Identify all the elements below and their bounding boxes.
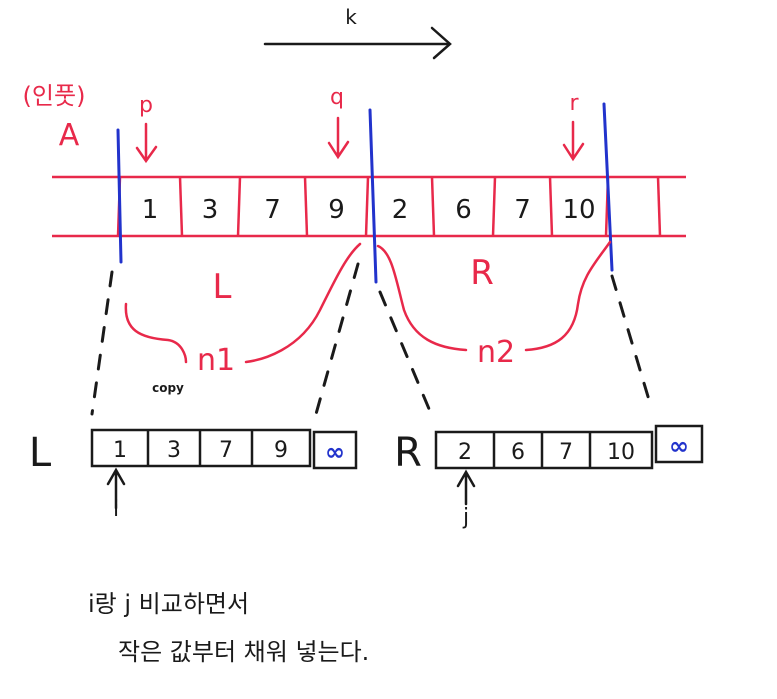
right-array-cell: 10 bbox=[607, 440, 635, 465]
note-line-1: i랑 j 비교하면서 bbox=[88, 590, 249, 618]
left-sentinel: ∞ bbox=[325, 438, 345, 466]
index-i-arrow bbox=[106, 467, 126, 510]
array-a-cell: 6 bbox=[455, 195, 472, 225]
array-a-cell: 7 bbox=[264, 195, 281, 225]
index-j-arrow bbox=[456, 469, 476, 506]
right-sentinel: ∞ bbox=[669, 432, 689, 460]
right-array-box bbox=[434, 430, 654, 470]
pointer-p: p bbox=[135, 93, 158, 164]
index-i-label: i bbox=[113, 497, 119, 522]
split-lines bbox=[116, 102, 614, 284]
projection-line-1 bbox=[90, 270, 114, 416]
array-a-cells: 1 3 7 9 2 6 7 10 bbox=[142, 195, 596, 225]
right-sentinel-box bbox=[654, 424, 704, 464]
n1-label: n1 bbox=[197, 343, 235, 378]
array-a-cell: 7 bbox=[514, 195, 531, 225]
right-array-cell: 7 bbox=[559, 440, 573, 465]
projection-line-3 bbox=[378, 290, 434, 418]
left-brace bbox=[124, 242, 362, 364]
array-a-divider bbox=[491, 176, 497, 237]
pointer-q: q bbox=[327, 85, 350, 160]
left-sentinel-box bbox=[312, 430, 358, 470]
array-a-divider bbox=[656, 176, 662, 237]
split-line-p bbox=[116, 128, 123, 264]
array-a-divider bbox=[364, 176, 370, 237]
right-array-cells: 2 6 7 10 bbox=[458, 432, 635, 468]
left-half-label: L bbox=[213, 267, 232, 307]
array-a-divider bbox=[236, 176, 242, 237]
array-a-cell: 9 bbox=[328, 195, 345, 225]
array-a-cell: 1 bbox=[142, 195, 159, 225]
pointer-r-label: r bbox=[569, 91, 579, 116]
index-j-label: j bbox=[462, 505, 469, 530]
pointer-p-label: p bbox=[139, 93, 153, 118]
right-array-name: R bbox=[394, 430, 422, 476]
n2-label: n2 bbox=[477, 335, 515, 370]
left-array-cell: 9 bbox=[274, 438, 288, 463]
array-a-divider bbox=[178, 176, 184, 237]
array-a-divider bbox=[430, 176, 436, 237]
left-array-cell: 3 bbox=[167, 438, 181, 463]
pointer-q-label: q bbox=[330, 85, 344, 110]
array-a-cell: 3 bbox=[202, 195, 219, 225]
pointer-r: r bbox=[562, 91, 585, 162]
pointer-p-arrow bbox=[135, 122, 158, 164]
array-a: 1 3 7 9 2 6 7 10 bbox=[52, 175, 686, 238]
pointer-q-arrow bbox=[327, 116, 350, 160]
right-array: 2 6 7 10 ∞ bbox=[434, 424, 704, 470]
array-a-cell: 10 bbox=[562, 195, 595, 225]
left-array: 1 3 7 9 ∞ bbox=[90, 428, 358, 470]
split-line-q bbox=[368, 108, 378, 284]
input-label: (인풋) bbox=[23, 82, 86, 110]
array-a-divider bbox=[548, 176, 554, 237]
right-array-cell: 2 bbox=[458, 440, 472, 465]
copy-label: copy bbox=[152, 381, 184, 395]
array-name-label: A bbox=[59, 118, 80, 153]
k-arrow bbox=[263, 26, 452, 60]
projection-line-4 bbox=[610, 274, 654, 412]
left-array-name: L bbox=[29, 430, 52, 476]
note-line-2: 작은 값부터 채워 넣는다. bbox=[118, 638, 369, 666]
projection-lines bbox=[90, 262, 654, 418]
left-array-cell: 1 bbox=[113, 438, 127, 463]
array-a-divider bbox=[303, 176, 309, 237]
right-brace bbox=[376, 240, 612, 352]
projection-line-2 bbox=[314, 262, 360, 416]
left-array-cells: 1 3 7 9 bbox=[113, 430, 288, 466]
left-array-cell: 7 bbox=[219, 438, 233, 463]
array-a-cell: 2 bbox=[392, 195, 409, 225]
right-array-cell: 6 bbox=[511, 440, 525, 465]
right-half-label: R bbox=[470, 253, 494, 293]
pointer-r-arrow bbox=[562, 120, 585, 162]
k-label: k bbox=[345, 5, 357, 29]
